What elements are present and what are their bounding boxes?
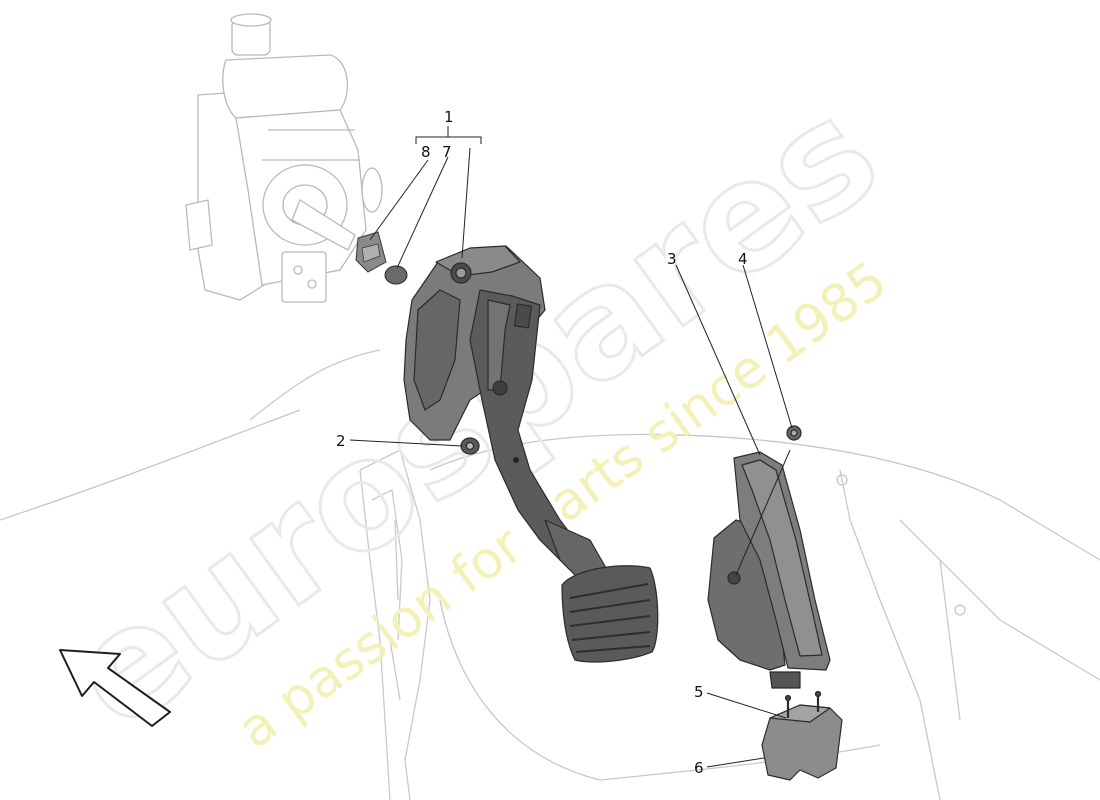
direction-arrow-icon: [59, 649, 171, 727]
callout-7: 7: [442, 143, 452, 161]
callout-5: 5: [694, 683, 704, 701]
part-cap: [384, 265, 408, 285]
callout-2: 2: [336, 432, 346, 450]
callout-labels: 1 8 7 2 3 4 5 6: [336, 108, 748, 777]
callout-1: 1: [444, 108, 454, 126]
callout-8: 8: [421, 143, 431, 161]
pedal-mounting-bracket: [761, 690, 843, 781]
callout-3: 3: [667, 250, 677, 268]
brake-booster-ghost: [185, 13, 383, 303]
callout-4: 4: [738, 250, 748, 268]
brake-pedal-assembly: [403, 245, 659, 663]
callout-6: 6: [694, 759, 704, 777]
leader-lines: [349, 126, 793, 768]
accelerator-pedal: [707, 425, 831, 689]
